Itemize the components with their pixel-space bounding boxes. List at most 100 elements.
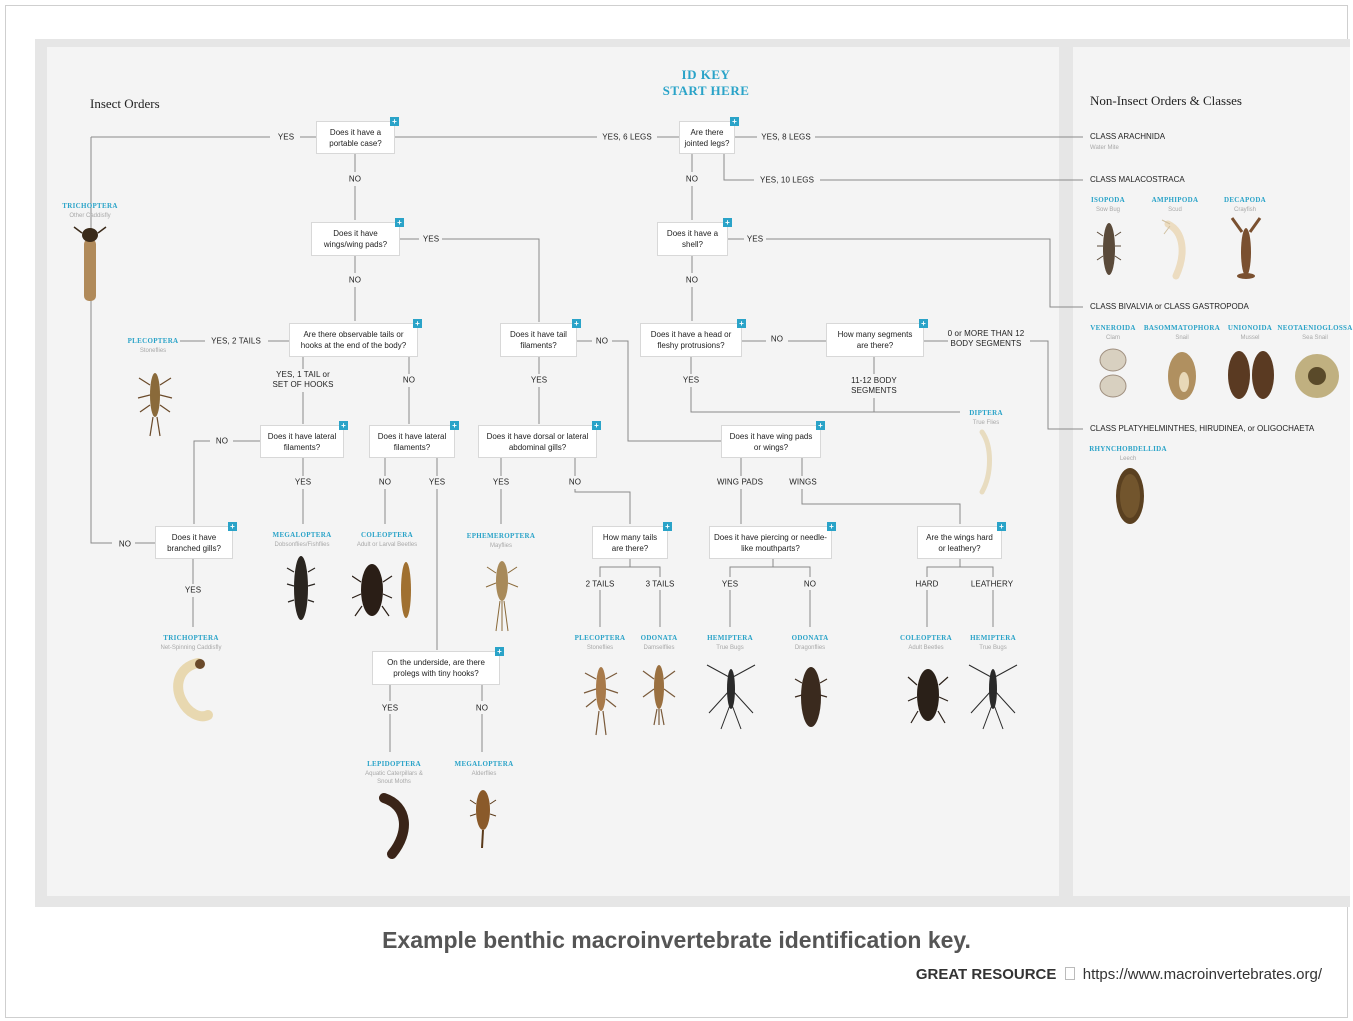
edge-label: NO bbox=[770, 334, 784, 344]
resource-link[interactable]: https://www.macroinvertebrates.org/ bbox=[1082, 966, 1322, 983]
question-lateral-filaments-1[interactable]: Does it have lateral filaments?+ bbox=[260, 421, 348, 458]
question-tails-hooks[interactable]: Are there observable tails or hooks at t… bbox=[289, 319, 422, 357]
expand-plus-icon[interactable]: + bbox=[390, 117, 399, 126]
edge-label: YES, 10 LEGS bbox=[759, 175, 815, 185]
expand-plus-icon[interactable]: + bbox=[572, 319, 581, 328]
question-branched-gills[interactable]: Does it have branched gills?+ bbox=[155, 522, 237, 559]
expand-plus-icon[interactable]: + bbox=[450, 421, 459, 430]
taxon-megaloptera-1[interactable]: MEGALOPTERA Dobsonflies/Fishflies bbox=[273, 531, 332, 549]
expand-plus-icon[interactable]: + bbox=[413, 319, 422, 328]
expand-plus-icon[interactable]: + bbox=[737, 319, 746, 328]
class-name: CLASS PLATYHELMINTHES, HIRUDINEA, or OLI… bbox=[1090, 424, 1315, 433]
taxon-common: Mayflies bbox=[489, 543, 512, 549]
question-prolegs[interactable]: On the underside, are there prolegs with… bbox=[372, 647, 504, 685]
question-how-many-tails[interactable]: How many tails are there? + bbox=[592, 522, 672, 559]
expand-plus-icon[interactable]: + bbox=[997, 522, 1006, 531]
true-fly-larva-image bbox=[979, 429, 992, 495]
edge-label: NO bbox=[803, 579, 817, 589]
expand-plus-icon[interactable]: + bbox=[395, 218, 404, 227]
edge-label: NO bbox=[475, 703, 489, 713]
edge-label: NO bbox=[348, 174, 362, 184]
resource-footer: GREAT RESOURCE https://www.macroinverteb… bbox=[916, 966, 1322, 983]
edge-label: YES, 8 LEGS bbox=[761, 132, 811, 142]
question-lateral-filaments-2[interactable]: Does it have lateral filaments?+ bbox=[369, 421, 459, 458]
question-tail-filaments[interactable]: Does it have tail filaments?+ bbox=[500, 319, 581, 357]
question-text: Does it have lateral filaments? bbox=[267, 431, 337, 452]
edge-label: YES, 1 TAIL or SET OF HOOKS bbox=[272, 370, 334, 389]
question-shell[interactable]: Does it have a shell?+ bbox=[657, 218, 732, 256]
edge-label: YES bbox=[530, 375, 548, 385]
question-portable-case[interactable]: Does it have a portable case?+ bbox=[316, 117, 399, 154]
expand-plus-icon[interactable]: + bbox=[816, 421, 825, 430]
expand-plus-icon[interactable]: + bbox=[663, 522, 672, 531]
edge-label: 2 TAILS bbox=[585, 579, 615, 589]
edge-label: NO bbox=[402, 375, 416, 385]
question-wings[interactable]: Does it have wings/wing pads?+ bbox=[311, 218, 404, 256]
taxon-name: ISOPODA bbox=[1091, 196, 1125, 204]
question-text: Are there observable tails or hooks at t… bbox=[300, 330, 407, 350]
edge-label: YES bbox=[184, 585, 202, 595]
class-bivalvia-gastropoda[interactable]: CLASS BIVALVIA or CLASS GASTROPODA bbox=[1090, 302, 1249, 311]
taxon-common: Leech bbox=[1119, 456, 1137, 462]
question-wing-pads-or-wings[interactable]: Does it have wing pads or wings?+ bbox=[721, 421, 825, 458]
question-text: How many tails are there? bbox=[602, 532, 658, 553]
edge-label: NO bbox=[378, 477, 392, 487]
question-head[interactable]: Does it have a head or fleshy protrusion… bbox=[640, 319, 746, 357]
expand-plus-icon[interactable]: + bbox=[228, 522, 237, 531]
class-name: CLASS ARACHNIDA bbox=[1090, 132, 1166, 141]
non-insect-panel bbox=[1073, 47, 1350, 896]
taxon-name: COLEOPTERA bbox=[360, 531, 413, 539]
class-name: CLASS BIVALVIA or CLASS GASTROPODA bbox=[1090, 302, 1249, 311]
expand-plus-icon[interactable]: + bbox=[723, 218, 732, 227]
taxon-name: ODONATA bbox=[640, 634, 678, 642]
question-jointed-legs[interactable]: Are there jointed legs?+ bbox=[679, 117, 739, 154]
expand-plus-icon[interactable]: + bbox=[827, 522, 836, 531]
taxon-name: ODONATA bbox=[791, 634, 829, 642]
question-wings-hard-leathery[interactable]: Are the wings hard or leathery?+ bbox=[917, 522, 1006, 559]
class-malacostraca[interactable]: CLASS MALACOSTRACA bbox=[1090, 175, 1185, 184]
question-segments[interactable]: How many segments are there?+ bbox=[826, 319, 928, 357]
edge-label: YES, 2 TAILS bbox=[211, 336, 261, 346]
question-abdominal-gills[interactable]: Does it have dorsal or lateral abdominal… bbox=[478, 421, 601, 458]
taxon-name: HEMIPTERA bbox=[970, 634, 1016, 642]
edge-label: WINGS bbox=[789, 477, 817, 487]
taxon-name: VENEROIDA bbox=[1090, 324, 1136, 332]
beetle-image-1 bbox=[352, 562, 411, 618]
expand-plus-icon[interactable]: + bbox=[495, 647, 504, 656]
question-mouthparts[interactable]: Does it have piercing or needle-like mou… bbox=[709, 522, 836, 559]
edge-label: YES bbox=[682, 375, 700, 385]
taxon-name: UNIONOIDA bbox=[1227, 324, 1273, 332]
expand-plus-icon[interactable]: + bbox=[919, 319, 928, 328]
expand-plus-icon[interactable]: + bbox=[592, 421, 601, 430]
taxon-name: MEGALOPTERA bbox=[272, 531, 332, 539]
taxon-common: True Bugs bbox=[716, 645, 744, 651]
expand-plus-icon[interactable]: + bbox=[730, 117, 739, 126]
non-insect-heading: Non-Insect Orders & Classes bbox=[1090, 93, 1242, 108]
expand-plus-icon[interactable]: + bbox=[339, 421, 348, 430]
taxon-common: Dobsonflies/Fishflies bbox=[274, 542, 330, 548]
class-platyhelminthes[interactable]: CLASS PLATYHELMINTHES, HIRUDINEA, or OLI… bbox=[1090, 424, 1314, 433]
